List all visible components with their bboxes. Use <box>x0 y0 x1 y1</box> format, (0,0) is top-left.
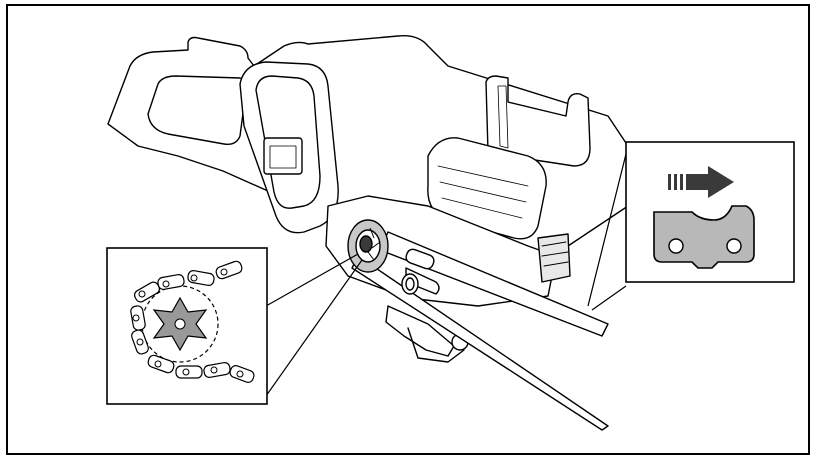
cutter-tooth-icon <box>653 205 755 269</box>
leader-lines <box>265 153 627 397</box>
figure-frame <box>6 4 810 455</box>
sprocket-icon <box>347 219 389 273</box>
sprocket-chain-detail <box>106 247 268 405</box>
cutter-direction-detail <box>625 141 795 283</box>
chainsaw-diagram <box>106 35 795 431</box>
direction-arrow-icon <box>668 166 734 198</box>
